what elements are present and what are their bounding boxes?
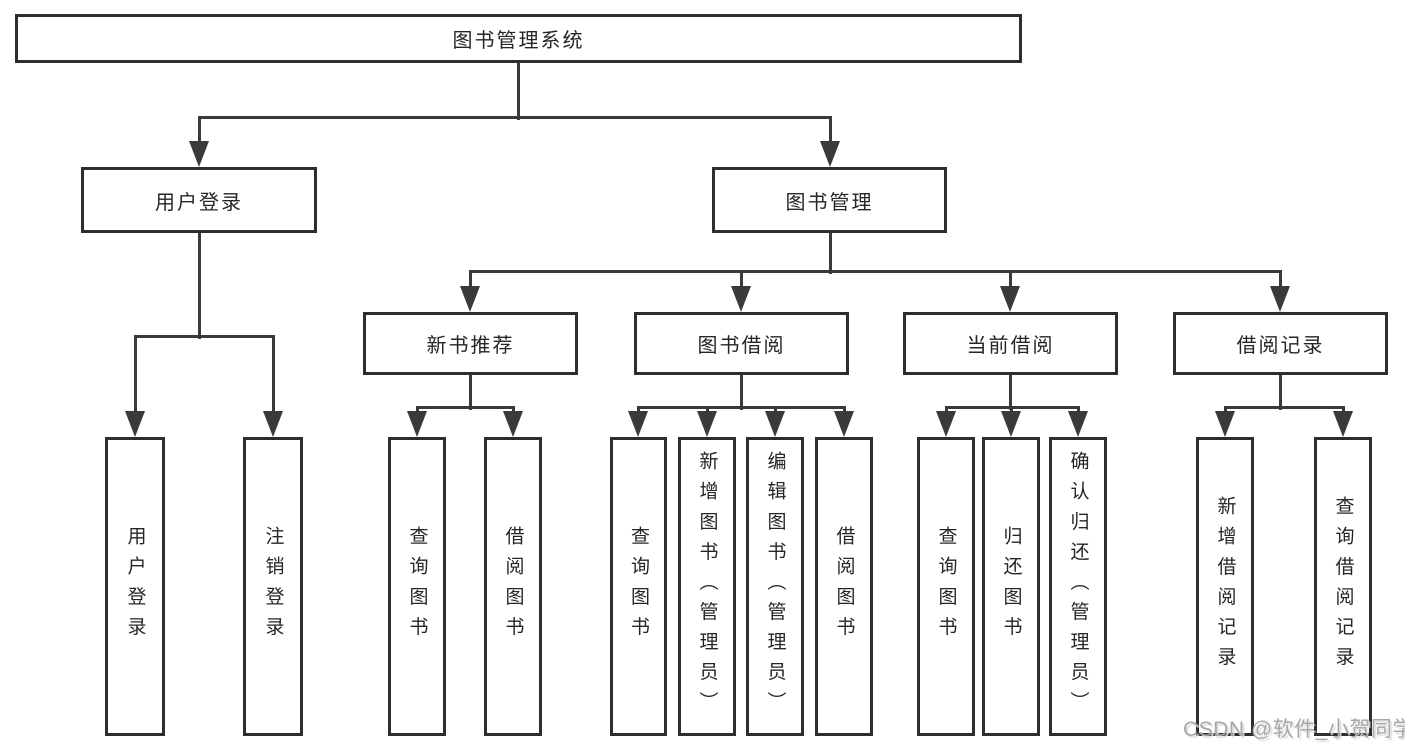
node-leaf-query-books-b: 查询图书: [610, 437, 667, 736]
arrow-stem-to-leaf-query-borrow-record: [1341, 407, 1345, 413]
node-leaf-query-books-a: 查询图书: [388, 437, 446, 736]
arrowhead-to-leaf-borrow-books-b: [834, 411, 854, 437]
arrowhead-to-leaf-logout: [263, 411, 283, 437]
arrow-stem-to-new-book-recommend: [468, 271, 472, 288]
node-leaf-query-books-c: 查询图书: [917, 437, 975, 736]
node-leaf-edit-books: 编辑图书（管理员）: [746, 437, 804, 736]
connector-level1-bar: [197, 115, 832, 119]
arrowhead-to-leaf-add-borrow-record: [1215, 411, 1235, 437]
arrowhead-to-new-book-recommend: [460, 286, 480, 312]
arrowhead-to-current-borrowing: [1000, 286, 1020, 312]
node-leaf-return-books: 归还图书: [982, 437, 1040, 736]
arrowhead-to-leaf-query-books-a: [407, 411, 427, 437]
node-borrowing-records: 借阅记录: [1173, 312, 1388, 375]
node-leaf-logout: 注销登录: [243, 437, 303, 736]
node-book-management: 图书管理: [712, 167, 947, 233]
arrow-stem-to-leaf-query-books-c: [944, 407, 948, 413]
connector-borrow-record-bar: [1223, 405, 1345, 409]
arrow-stem-to-leaf-borrow-books-a: [511, 407, 515, 413]
arrow-stem-to-leaf-confirm-return: [1076, 407, 1080, 413]
arrowhead-to-book-management: [820, 141, 840, 167]
node-leaf-user-login: 用户登录: [105, 437, 165, 736]
connector-root-stem: [516, 63, 520, 120]
arrowhead-to-leaf-add-books: [697, 411, 717, 437]
connector-new-book-bar: [415, 405, 515, 409]
connector-new-book-stem: [468, 375, 472, 410]
arrowhead-to-leaf-user-login: [125, 411, 145, 437]
node-leaf-query-borrow-record: 查询借阅记录: [1314, 437, 1372, 736]
node-user-login: 用户登录: [81, 167, 317, 233]
node-leaf-confirm-return: 确认归还（管理员）: [1049, 437, 1107, 736]
arrow-stem-to-leaf-add-borrow-record: [1223, 407, 1227, 413]
connector-user-login-bar: [133, 334, 275, 338]
arrow-stem-to-leaf-add-books: [705, 407, 709, 413]
arrowhead-to-leaf-edit-books: [765, 411, 785, 437]
arrow-stem-to-borrowing-records: [1278, 271, 1282, 288]
arrowhead-to-leaf-query-books-c: [936, 411, 956, 437]
arrow-stem-to-leaf-user-login: [133, 336, 137, 413]
arrow-stem-to-leaf-query-books-a: [415, 407, 419, 413]
arrow-stem-to-leaf-logout: [271, 336, 275, 413]
arrowhead-to-leaf-confirm-return: [1068, 411, 1088, 437]
connector-level2-bar: [468, 269, 1282, 273]
arrowhead-to-leaf-borrow-books-a: [503, 411, 523, 437]
node-leaf-add-borrow-record: 新增借阅记录: [1196, 437, 1254, 736]
connector-user-login-stem: [197, 233, 201, 339]
connector-borrow-record-stem: [1278, 375, 1282, 410]
arrow-stem-to-user-login: [197, 117, 201, 143]
arrowhead-to-user-login: [189, 141, 209, 167]
arrow-stem-to-leaf-borrow-books-b: [842, 407, 846, 413]
node-book-borrowing: 图书借阅: [634, 312, 849, 375]
arrow-stem-to-book-management: [828, 117, 832, 143]
arrow-stem-to-leaf-edit-books: [773, 407, 777, 413]
arrow-stem-to-current-borrowing: [1008, 271, 1012, 288]
node-leaf-borrow-books-a: 借阅图书: [484, 437, 542, 736]
node-leaf-borrow-books-b: 借阅图书: [815, 437, 873, 736]
arrowhead-to-leaf-query-borrow-record: [1333, 411, 1353, 437]
arrowhead-to-leaf-query-books-b: [628, 411, 648, 437]
arrow-stem-to-book-borrowing: [739, 271, 743, 288]
node-new-book-recommend: 新书推荐: [363, 312, 578, 375]
node-root: 图书管理系统: [15, 14, 1022, 63]
connector-book-borrow-bar: [636, 405, 846, 409]
connector-current-borrow-stem: [1008, 375, 1012, 410]
node-leaf-add-books: 新增图书（管理员）: [678, 437, 736, 736]
connector-book-mgmt-stem: [828, 233, 832, 274]
connector-book-borrow-stem: [739, 375, 743, 410]
arrowhead-to-leaf-return-books: [1001, 411, 1021, 437]
arrow-stem-to-leaf-return-books: [1009, 407, 1013, 413]
arrowhead-to-book-borrowing: [731, 286, 751, 312]
csdn-watermark: CSDN @软件_小贺同学: [1183, 718, 1405, 741]
node-current-borrowing: 当前借阅: [903, 312, 1118, 375]
arrow-stem-to-leaf-query-books-b: [636, 407, 640, 413]
arrowhead-to-borrowing-records: [1270, 286, 1290, 312]
